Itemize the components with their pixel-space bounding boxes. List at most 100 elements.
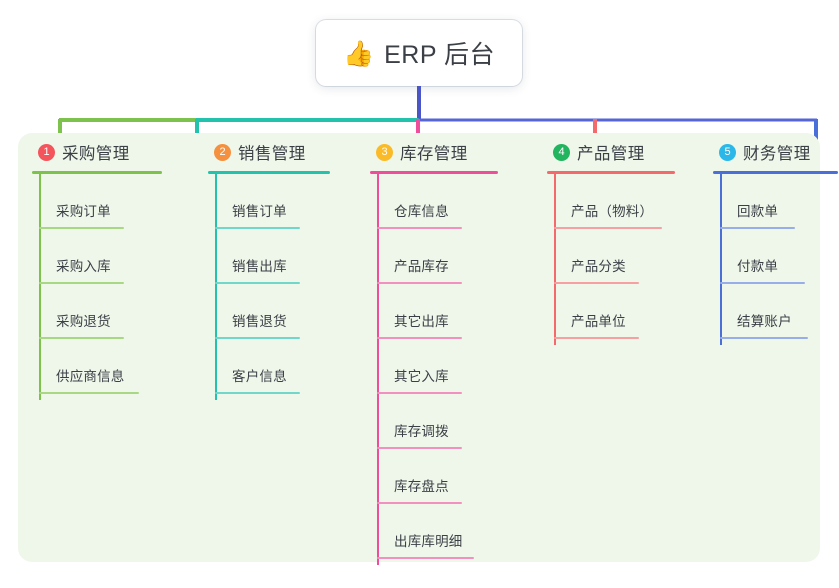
module-item-rule [377, 337, 462, 339]
module-column-purchasing: 1 采购管理 采购订单 采购入库 采购退货 供应商信息 [18, 133, 194, 562]
module-header-2[interactable]: 2 销售管理 [194, 133, 356, 171]
module-item-rule [377, 557, 474, 559]
module-item[interactable]: 其它入库 [356, 339, 533, 394]
module-item[interactable]: 产品单位 [533, 284, 699, 339]
module-item-rule [377, 392, 462, 394]
module-item-label: 产品分类 [571, 259, 626, 274]
module-item-rule [39, 392, 139, 394]
module-header-4[interactable]: 4 产品管理 [533, 133, 699, 171]
module-item-rule [215, 337, 300, 339]
module-header-5[interactable]: 5 财务管理 [699, 133, 820, 171]
module-items-5: 回款单 付款单 结算账户 [699, 174, 820, 339]
module-item-rule [39, 227, 124, 229]
root-title: ERP 后台 [384, 41, 496, 69]
module-header-rule-1 [32, 171, 162, 174]
module-item[interactable]: 销售订单 [194, 174, 356, 229]
module-item-label: 销售出库 [232, 259, 287, 274]
module-spine-1 [39, 174, 41, 400]
module-item-label: 其它入库 [394, 369, 449, 384]
module-column-product: 4 产品管理 产品（物料） 产品分类 产品单位 [533, 133, 699, 562]
module-spine-3 [377, 174, 379, 565]
module-item-label: 采购订单 [56, 204, 111, 219]
module-item-rule [720, 337, 808, 339]
module-item-label: 其它出库 [394, 314, 449, 329]
root-node[interactable]: 👍 ERP 后台 [316, 20, 522, 86]
module-item-rule [377, 227, 462, 229]
module-badge-3: 3 [376, 143, 393, 161]
module-item-label: 销售订单 [232, 204, 287, 219]
module-item[interactable]: 仓库信息 [356, 174, 533, 229]
module-header-3[interactable]: 3 库存管理 [356, 133, 533, 171]
module-header-1[interactable]: 1 采购管理 [18, 133, 194, 171]
module-item-rule [215, 282, 300, 284]
module-spine-2 [215, 174, 217, 400]
module-item-label: 客户信息 [232, 369, 287, 384]
modules-columns: 1 采购管理 采购订单 采购入库 采购退货 供应商信息 [18, 133, 838, 565]
module-header-rule-3 [370, 171, 498, 174]
module-header-rule-5 [713, 171, 838, 174]
module-item-rule [377, 502, 462, 504]
module-item[interactable]: 库存调拨 [356, 394, 533, 449]
module-title-2: 销售管理 [238, 145, 306, 163]
module-item[interactable]: 采购退货 [18, 284, 194, 339]
module-item-label: 付款单 [737, 259, 779, 274]
module-title-1: 采购管理 [62, 145, 130, 163]
module-spine-4 [554, 174, 556, 345]
module-item-rule [215, 392, 300, 394]
module-badge-2: 2 [214, 143, 231, 161]
module-item[interactable]: 付款单 [699, 229, 820, 284]
module-item-label: 采购退货 [56, 314, 111, 329]
module-item-rule [377, 447, 462, 449]
module-badge-5: 5 [719, 143, 736, 161]
module-item-rule [554, 337, 639, 339]
module-item[interactable]: 销售出库 [194, 229, 356, 284]
module-item-rule [39, 282, 124, 284]
module-item[interactable]: 回款单 [699, 174, 820, 229]
module-item[interactable]: 产品库存 [356, 229, 533, 284]
module-item[interactable]: 结算账户 [699, 284, 820, 339]
module-header-rule-2 [208, 171, 330, 174]
modules-panel [18, 133, 820, 562]
module-item[interactable]: 供应商信息 [18, 339, 194, 394]
module-item[interactable]: 销售退货 [194, 284, 356, 339]
module-title-3: 库存管理 [400, 145, 468, 163]
module-header-rule-4 [547, 171, 675, 174]
module-items-3: 仓库信息 产品库存 其它出库 其它入库 库存调拨 [356, 174, 533, 559]
module-item[interactable]: 库存盘点 [356, 449, 533, 504]
module-item-label: 仓库信息 [394, 204, 449, 219]
module-item-label: 结算账户 [737, 314, 792, 329]
module-item-label: 供应商信息 [56, 369, 125, 384]
module-item-rule [377, 282, 462, 284]
module-item-label: 销售退货 [232, 314, 287, 329]
module-item[interactable]: 产品分类 [533, 229, 699, 284]
module-item[interactable]: 出库库明细 [356, 504, 533, 559]
module-title-5: 财务管理 [743, 145, 811, 163]
module-item-rule [720, 227, 795, 229]
module-item-label: 产品单位 [571, 314, 626, 329]
module-item[interactable]: 客户信息 [194, 339, 356, 394]
module-item-label: 回款单 [737, 204, 779, 219]
module-items-2: 销售订单 销售出库 销售退货 客户信息 [194, 174, 356, 394]
module-item-rule [554, 282, 639, 284]
module-item[interactable]: 采购订单 [18, 174, 194, 229]
module-item-rule [39, 337, 124, 339]
module-items-1: 采购订单 采购入库 采购退货 供应商信息 [18, 174, 194, 394]
module-item-label: 库存调拨 [394, 424, 449, 439]
module-column-sales: 2 销售管理 销售订单 销售出库 销售退货 客户信息 [194, 133, 356, 562]
module-item-label: 产品库存 [394, 259, 449, 274]
module-item[interactable]: 其它出库 [356, 284, 533, 339]
module-item-label: 出库库明细 [394, 534, 463, 549]
module-item-rule [215, 227, 300, 229]
module-item[interactable]: 采购入库 [18, 229, 194, 284]
module-item-label: 库存盘点 [394, 479, 449, 494]
module-spine-5 [720, 174, 722, 345]
module-item-label: 采购入库 [56, 259, 111, 274]
module-column-inventory: 3 库存管理 仓库信息 产品库存 其它出库 其它入库 [356, 133, 533, 565]
module-badge-1: 1 [38, 143, 55, 161]
module-item-label: 产品（物料） [571, 204, 654, 219]
module-title-4: 产品管理 [577, 145, 645, 163]
thumbs-up-icon: 👍 [342, 38, 375, 68]
module-badge-4: 4 [553, 143, 570, 161]
module-item[interactable]: 产品（物料） [533, 174, 699, 229]
